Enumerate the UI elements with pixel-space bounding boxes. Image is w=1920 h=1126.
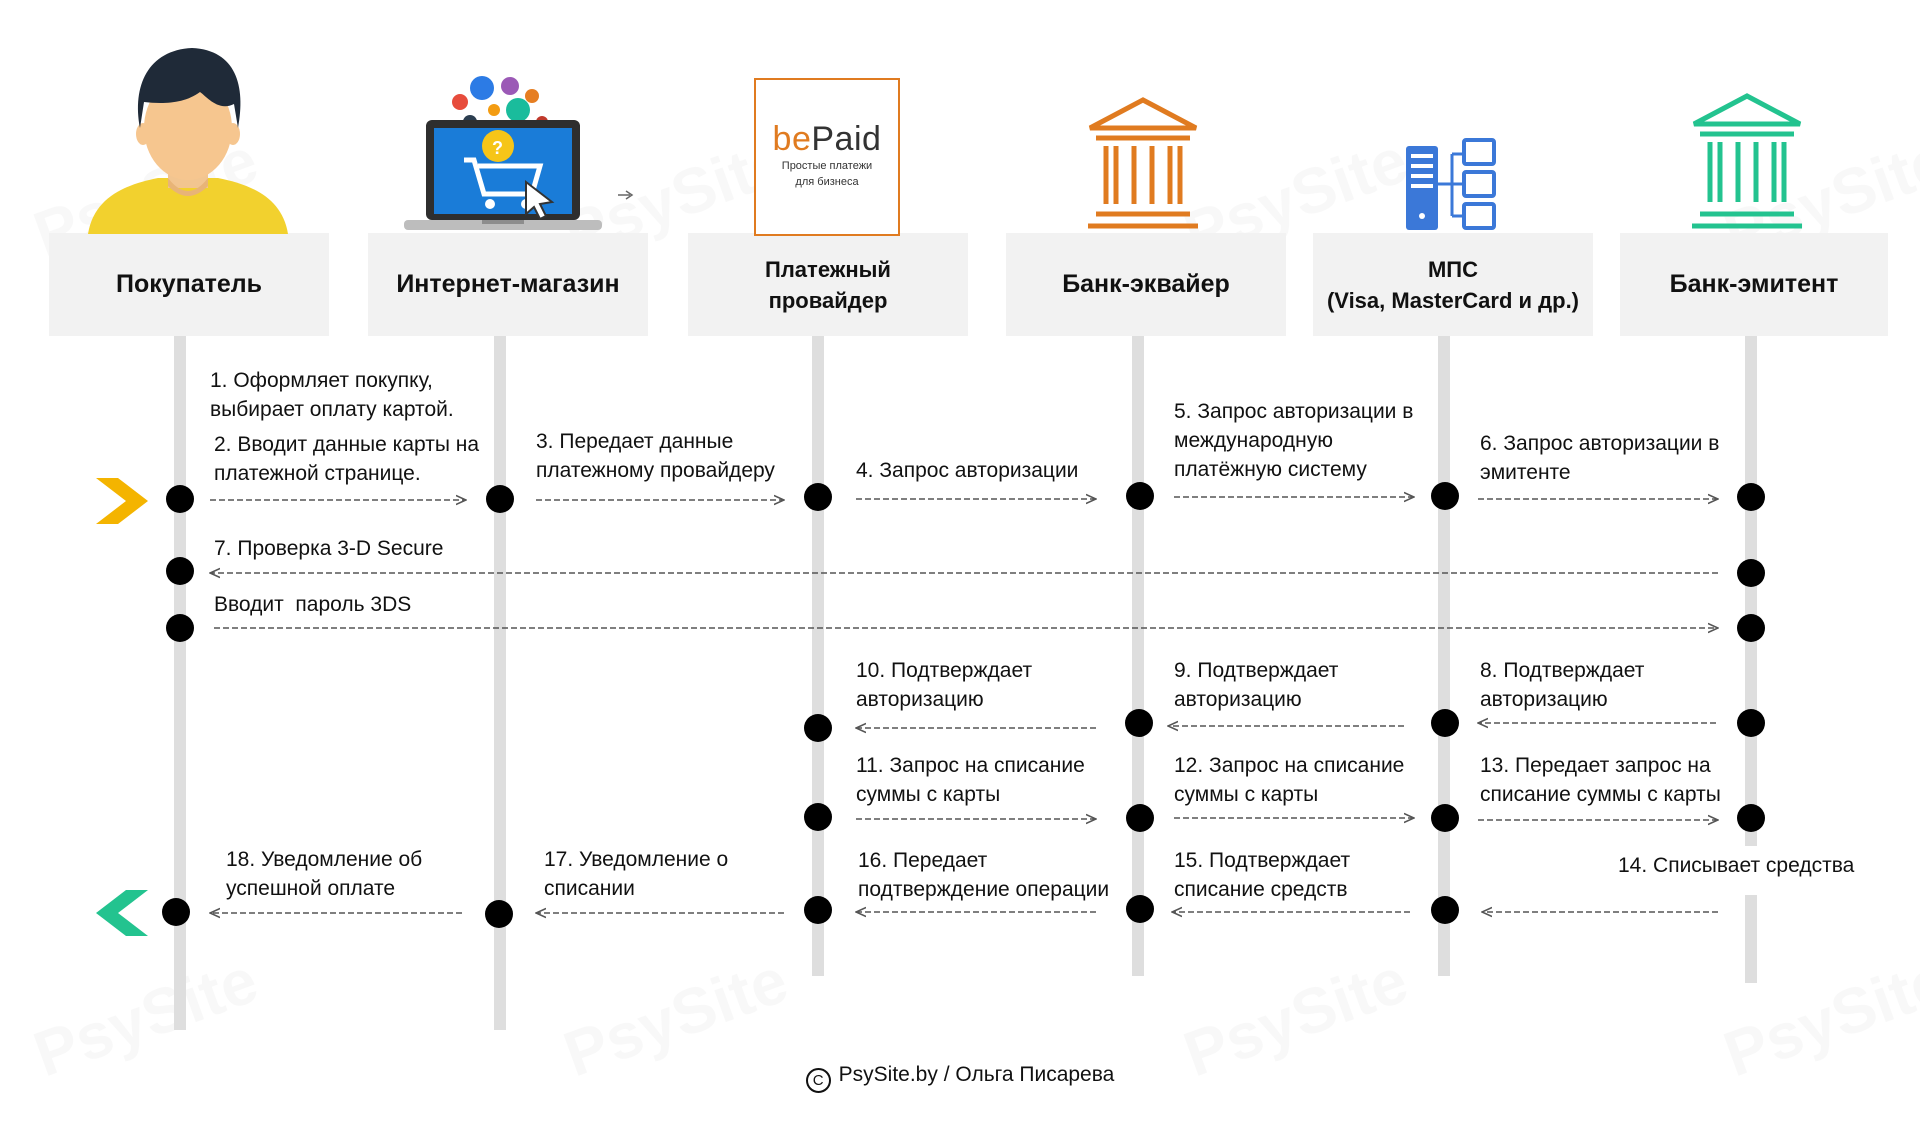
- message-label-13: 13. Передает запрос на списание суммы с …: [1480, 754, 1721, 806]
- message-label-8: 8. Подтверждает авторизацию: [1480, 659, 1645, 711]
- dot-buyer-2: [166, 557, 194, 585]
- credit-text: PsySite.by / Ольга Писарева: [838, 1063, 1115, 1086]
- dot-shop-2: [485, 900, 513, 928]
- actor-card-buyer: Покупатель: [49, 233, 329, 336]
- dot-mps-1: [1431, 482, 1459, 510]
- dot-provider-2: [804, 714, 832, 742]
- dot-acquirer-3: [1126, 804, 1154, 832]
- actor-card-mps: МПС (Visa, MasterCard и др.): [1313, 233, 1593, 336]
- message-label-2: 2. Вводит данные карты на платежной стра…: [214, 433, 480, 485]
- actor-card-shop: Интернет-магазин: [368, 233, 648, 336]
- end-chevron-icon: [96, 890, 148, 936]
- dot-issuer-4: [1737, 709, 1765, 737]
- message-label-7: 7. Проверка 3-D Secure: [214, 537, 444, 560]
- dot-issuer-5: [1737, 804, 1765, 832]
- dot-issuer-3: [1737, 614, 1765, 642]
- message-label-16: 16. Передает подтверждение операции: [858, 849, 1110, 901]
- person-icon: [88, 48, 288, 234]
- message-label-1: 1. Оформляет покупку, выбирает оплату ка…: [210, 369, 454, 421]
- message-label-5: 5. Запрос авторизации в международную пл…: [1174, 400, 1414, 481]
- dot-mps-4: [1431, 896, 1459, 924]
- dot-buyer-1: [166, 485, 194, 513]
- start-chevron-icon: [96, 478, 148, 524]
- message-label-11: 11. Запрос на списание суммы с карты: [856, 754, 1085, 806]
- dot-provider-3: [804, 803, 832, 831]
- dot-buyer-3: [166, 614, 194, 642]
- message-label-15: 15. Подтверждает списание средств: [1174, 849, 1351, 901]
- actor-card-provider: Платежный провайдер: [688, 233, 968, 336]
- message-label-14: 14. Списывает средства: [1618, 854, 1855, 877]
- svg-text:?: ?: [492, 138, 503, 158]
- dot-acquirer-2: [1125, 709, 1153, 737]
- actor-card-issuer: Банк-эмитент: [1620, 233, 1888, 336]
- dot-issuer-2: [1737, 559, 1765, 587]
- dot-acquirer-4: [1126, 895, 1154, 923]
- dot-provider-4: [804, 896, 832, 924]
- message-label-4: 4. Запрос авторизации: [856, 459, 1079, 482]
- bank-issuer-icon: [1692, 93, 1802, 229]
- arrow-icon: [618, 190, 634, 200]
- logo-brand-be: be: [772, 120, 812, 158]
- message-label-17: 17. Уведомление о списании: [544, 848, 729, 900]
- message-label-18: 18. Уведомление об успешной оплате: [226, 848, 423, 900]
- bank-acquirer-icon: [1088, 97, 1198, 229]
- bepaid-logo: bePaid Простые платежи для бизнеса: [754, 78, 900, 236]
- message-label-9: 9. Подтверждает авторизацию: [1174, 659, 1339, 711]
- shop-laptop-icon: ?: [404, 76, 602, 230]
- dot-shop-1: [486, 485, 514, 513]
- dot-provider-1: [804, 483, 832, 511]
- dot-mps-2: [1431, 709, 1459, 737]
- dot-issuer-1: [1737, 483, 1765, 511]
- lifeline-issuer-lower: [1745, 895, 1757, 983]
- copyright-icon: C: [805, 1068, 831, 1093]
- logo-brand-paid: Paid: [811, 120, 882, 158]
- message-label-12: 12. Запрос на списание суммы с карты: [1174, 754, 1405, 806]
- dot-mps-3: [1431, 804, 1459, 832]
- actor-card-acquirer: Банк-эквайер: [1006, 233, 1286, 336]
- message-label-6: 6. Запрос авторизации в эмитенте: [1480, 432, 1720, 484]
- message-label-3ds: Вводит пароль 3DS: [214, 593, 412, 616]
- server-network-icon: [1406, 138, 1496, 230]
- credit-line: C PsySite.by / Ольга Писарева: [0, 1063, 1920, 1093]
- message-label-3: 3. Передает данные платежному провайдеру: [536, 430, 775, 482]
- logo-tagline: Простые платежи для бизнеса: [781, 160, 873, 188]
- message-label-10: 10. Подтверждает авторизацию: [856, 659, 1033, 711]
- dot-buyer-4: [162, 898, 190, 926]
- dot-acquirer-1: [1126, 482, 1154, 510]
